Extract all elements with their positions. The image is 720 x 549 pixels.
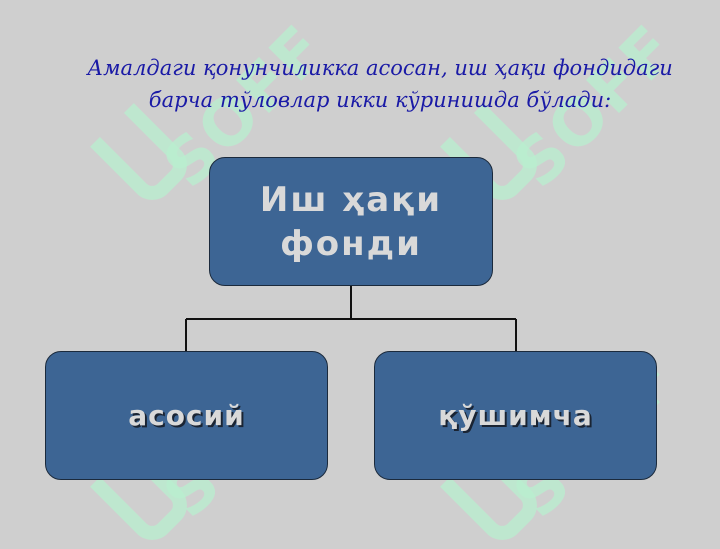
- org-chart-child-node-basic: асосий: [45, 351, 328, 480]
- child-node-label: қўшимча: [438, 399, 593, 432]
- slide-title-line: Амалдаги қонунчиликка асосан, иш ҳақи фо…: [87, 56, 673, 80]
- org-chart-child-node-additional: қўшимча: [374, 351, 657, 480]
- slide-title: Амалдаги қонунчиликка асосан, иш ҳақи фо…: [40, 52, 720, 116]
- child-node-label: асосий: [128, 399, 245, 432]
- org-chart-root-node: Иш ҳақи фонди: [209, 157, 493, 286]
- slide-title-line: барча тўловлар икки кўринишда бўлади:: [148, 88, 612, 112]
- root-node-label-line: Иш ҳақи: [259, 179, 443, 220]
- root-node-label-line: фонди: [280, 223, 422, 264]
